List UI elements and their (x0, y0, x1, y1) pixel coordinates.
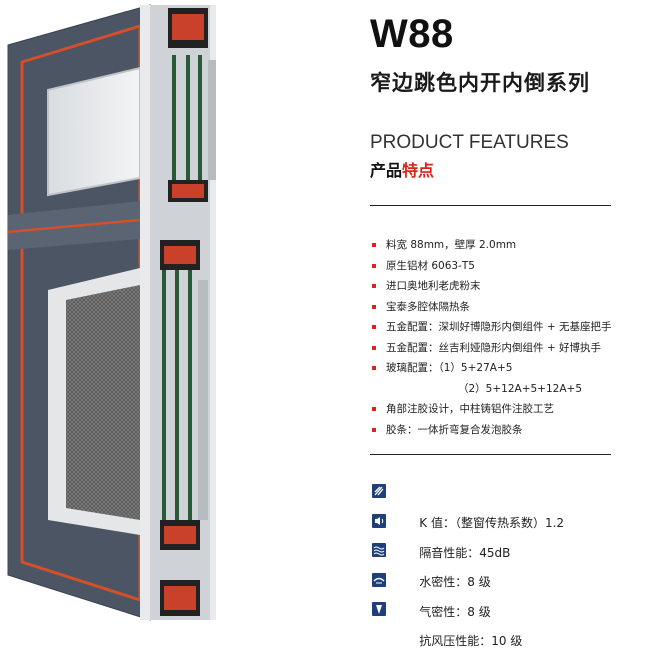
list-item: K 值：（整窗传热系数）1.2 (370, 483, 564, 530)
feature-list: 料宽 88mm，壁厚 2.0mm 原生铝材 6063-T5 进口奥地利老虎粉末 … (370, 238, 611, 443)
product-subtitle: 窄边跳色内开内倒系列 (370, 71, 590, 95)
bullet-icon (372, 366, 376, 370)
window-profile-illustration (7, 4, 216, 621)
performance-text: 气密性：8 级 (419, 604, 491, 619)
upper-glass (48, 68, 140, 195)
bullet-icon (372, 325, 376, 329)
feature-text: 宝泰多腔体隔热条 (386, 300, 470, 313)
performance-text: K 值：（整窗传热系数）1.2 (419, 516, 565, 530)
list-item: 五金配置：深圳好博隐形内倒组件 + 无基座把手 (370, 320, 611, 341)
bullet-icon (372, 407, 376, 411)
list-item: 五金配置：丝吉利娅隐形内倒组件 + 好博执手 (370, 341, 611, 362)
list-item: 气密性：8 级 (370, 572, 564, 619)
air-icon (372, 572, 386, 587)
list-item: 角部注胶设计，中柱铸铝件注胶工艺 (370, 402, 611, 423)
performance-text: 水密性：8 级 (419, 575, 491, 589)
product-title: W88 (370, 12, 454, 56)
bullet-icon (372, 243, 376, 247)
bullet-icon (372, 284, 376, 288)
features-heading-en: PRODUCT FEATURES (370, 132, 569, 153)
bullet-icon (372, 263, 376, 268)
list-item: 水密性：8 级 (370, 542, 564, 589)
feature-text: 五金配置：丝吉利娅隐形内倒组件 + 好博执手 (386, 341, 601, 354)
feature-text: （2）5+12A+5+12A+5 (458, 382, 583, 395)
divider-bottom (370, 454, 611, 455)
sound-icon (372, 513, 386, 528)
water-icon (372, 543, 386, 557)
features-heading-cn: 产品特点 (370, 157, 434, 181)
list-item: 宝泰多腔体隔热条 (370, 300, 611, 321)
features-heading-cn-part1: 产品 (370, 161, 403, 180)
feature-text: 玻璃配置：（1）5+27A+5 (386, 362, 513, 374)
list-item: 原生铝材 6063-T5 (370, 259, 611, 280)
feature-text: 进口奥地利老虎粉末 (386, 280, 481, 292)
feature-text: 料宽 88mm，壁厚 2.0mm (386, 239, 517, 251)
performance-list: K 值：（整窗传热系数）1.2 隔音性能：45dB 水密性：8 级 气密性：8 … (370, 483, 564, 648)
bullet-icon (372, 345, 376, 350)
list-item: 胶条：一体折弯复合发泡胶条 (370, 423, 611, 444)
list-item: 进口奥地利老虎粉末 (370, 279, 611, 300)
performance-text: 抗风压性能：10 级 (419, 634, 523, 648)
wind-icon (372, 602, 386, 616)
list-item: 料宽 88mm，壁厚 2.0mm (370, 238, 611, 259)
list-item: 隔音性能：45dB (370, 513, 564, 560)
features-heading-cn-part2: 特点 (402, 161, 435, 180)
list-item: 抗风压性能：10 级 (370, 601, 564, 648)
insect-mesh (66, 285, 140, 520)
feature-text: 胶条：一体折弯复合发泡胶条 (386, 423, 523, 436)
feature-text: 角部注胶设计，中柱铸铝件注胶工艺 (386, 403, 554, 415)
bullet-icon (372, 427, 376, 432)
bullet-icon (372, 304, 376, 309)
list-item-continuation: （2）5+12A+5+12A+5 (370, 382, 611, 403)
thermal-icon (372, 484, 386, 498)
divider-top (370, 205, 611, 206)
list-item: 玻璃配置：（1）5+27A+5 (370, 361, 611, 382)
performance-text: 隔音性能：45dB (419, 545, 511, 560)
feature-text: 五金配置：深圳好博隐形内倒组件 + 无基座把手 (386, 321, 612, 333)
feature-text: 原生铝材 6063-T5 (386, 259, 475, 272)
